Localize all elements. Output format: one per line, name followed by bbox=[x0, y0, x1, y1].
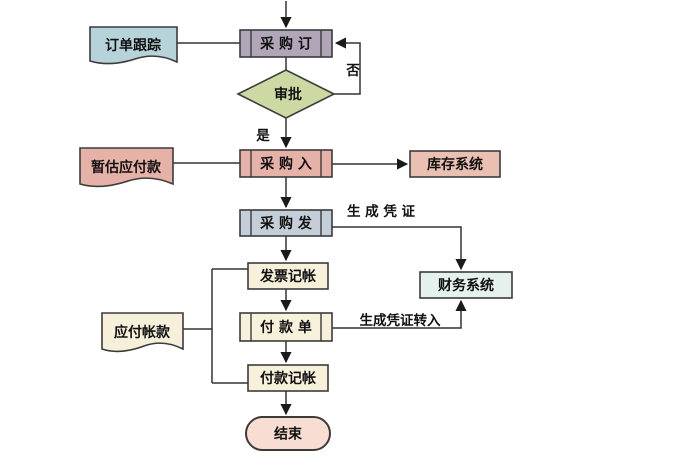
label-generate-voucher-transfer: 生成凭证转入 bbox=[360, 312, 441, 329]
node-order-tracking-label: 订单跟踪 bbox=[105, 37, 161, 54]
edge-payment-slip-to-finance-system bbox=[332, 299, 467, 329]
node-payment-slip-label: 付 款 单 bbox=[260, 319, 312, 336]
label-no: 否 bbox=[345, 63, 360, 79]
node-approval-label: 审批 bbox=[274, 86, 302, 103]
node-purchase-issue-label: 采 购 发 bbox=[259, 215, 313, 232]
node-payment-slip: 付 款 单 bbox=[239, 312, 333, 342]
node-order-tracking: 订单跟踪 bbox=[89, 26, 178, 65]
node-purchase-issue: 采 购 发 bbox=[239, 209, 333, 237]
node-payment-posting-label: 付款记帐 bbox=[260, 370, 316, 387]
node-end-label: 结束 bbox=[274, 426, 303, 443]
label-yes: 是 bbox=[256, 128, 270, 144]
label-generate-voucher: 生 成 凭 证 bbox=[347, 203, 416, 220]
node-accounts-payable-label: 应付帐款 bbox=[114, 324, 171, 341]
node-purchase-in: 采 购 入 bbox=[239, 149, 333, 178]
node-accounts-payable: 应付帐款 bbox=[101, 312, 184, 353]
node-invoice-posting: 发票记帐 bbox=[247, 262, 329, 290]
node-invoice-posting-label: 发票记帐 bbox=[259, 268, 316, 285]
edge-purchase-issue-to-finance-system bbox=[332, 226, 467, 271]
node-finance-system: 财务系统 bbox=[419, 271, 513, 299]
edge-approval-no-loop bbox=[334, 37, 361, 95]
node-purchase-order: 采 购 订 bbox=[239, 29, 333, 58]
node-purchase-in-label: 采 购 入 bbox=[259, 156, 312, 173]
edge-accounts-payable-branch bbox=[183, 268, 248, 384]
node-finance-system-label: 财务系统 bbox=[437, 277, 494, 294]
node-inventory-system: 库存系统 bbox=[409, 150, 501, 178]
node-approval: 审批 bbox=[236, 69, 336, 119]
node-payment-posting: 付款记帐 bbox=[247, 364, 329, 392]
node-inventory-system-label: 库存系统 bbox=[427, 156, 483, 173]
node-end: 结束 bbox=[245, 416, 331, 451]
node-purchase-order-label: 采 购 订 bbox=[259, 36, 312, 53]
node-estimated-payable: 暂估应付款 bbox=[79, 147, 174, 188]
node-estimated-payable-label: 暂估应付款 bbox=[91, 159, 162, 176]
